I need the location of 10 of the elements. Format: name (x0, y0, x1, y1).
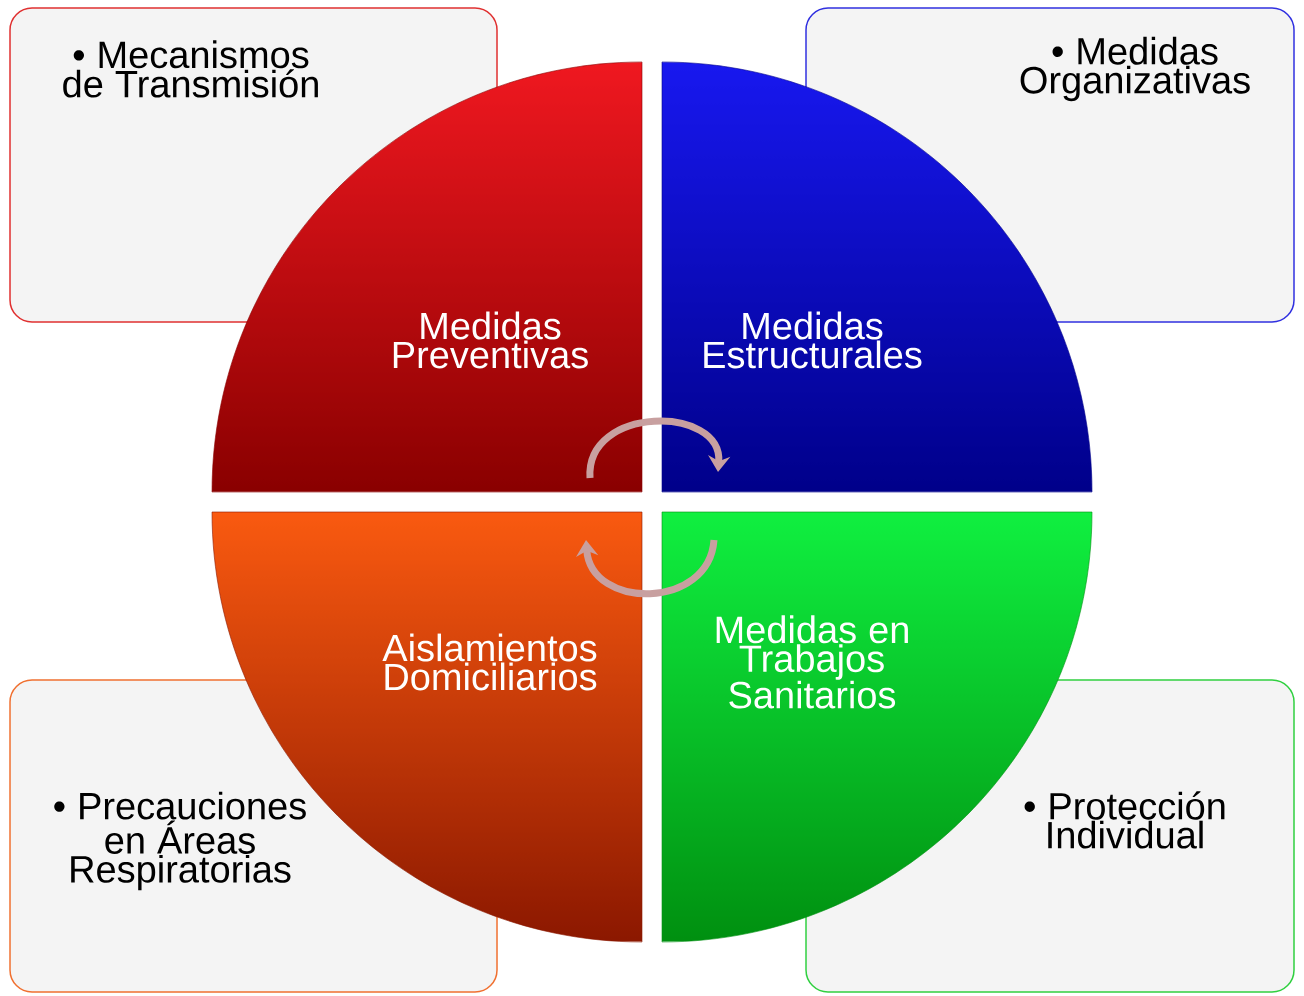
box-text: • Medidas Organizativas (1020, 36, 1250, 102)
box-text: • Protección Individual (1024, 791, 1225, 849)
quadrant-label: Medidas Preventivas (393, 311, 588, 369)
quadrant-label: Medidas Estructurales (704, 311, 922, 369)
curved-arrow (576, 539, 718, 598)
quadrant-label: Medidas en Trabajos Sanitarios (716, 615, 908, 709)
box-text: • Precauciones en Áreas Respiratorias (54, 791, 306, 891)
quadrant-label: Aislamientos Domiciliarios (382, 633, 597, 691)
curved-arrow (586, 417, 731, 479)
box-text: • Mecanismos de Transmisión (63, 40, 318, 98)
